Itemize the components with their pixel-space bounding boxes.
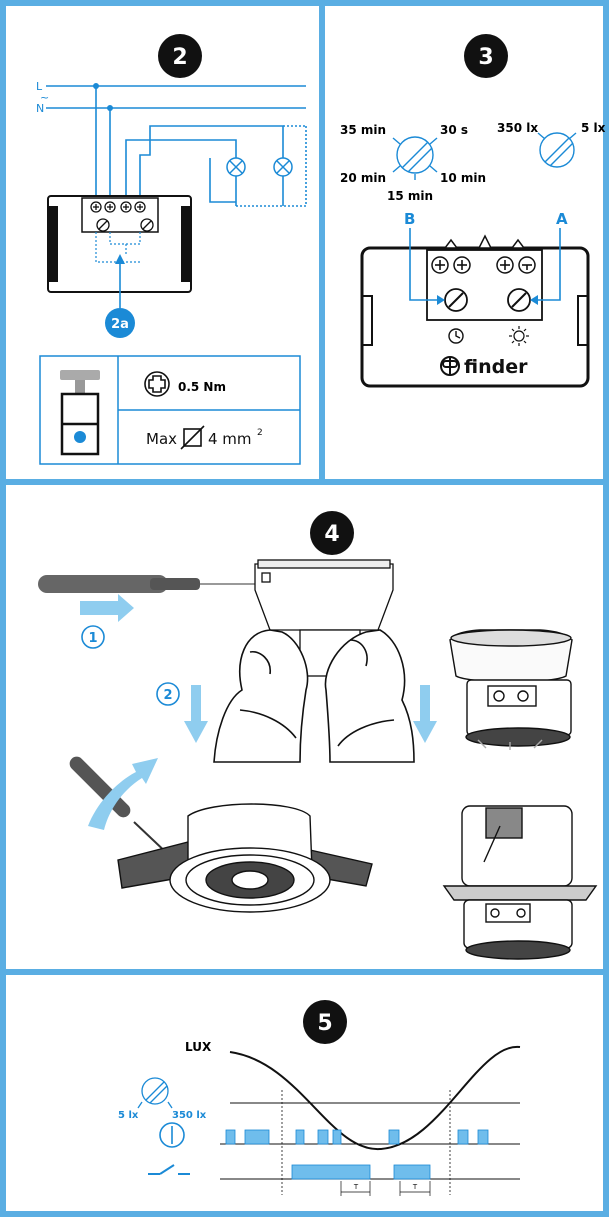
time-35min: 35 min	[340, 123, 386, 137]
step-circle-1-text: 1	[88, 631, 97, 646]
sensor-device: finder	[360, 234, 590, 388]
wire-size-value: 4 mm	[208, 430, 252, 448]
rotate-arrow	[88, 758, 158, 830]
spec-table	[39, 355, 301, 465]
lamp-icon	[273, 157, 293, 177]
step-2-badge	[158, 34, 202, 78]
motion-pulses	[225, 1129, 489, 1145]
wiring-device	[47, 195, 192, 293]
time-30s: 30 s	[440, 123, 468, 137]
screwdriver-plus-icon	[144, 371, 170, 397]
callout-arrowhead	[115, 254, 125, 264]
brand-logo: finder	[464, 356, 528, 378]
clock-icon	[448, 328, 464, 344]
step-4-number: 4	[324, 522, 339, 547]
step-3-badge	[464, 34, 508, 78]
time-10min: 10 min	[440, 171, 486, 185]
lux-curve	[229, 1045, 521, 1151]
output-pulses	[291, 1164, 431, 1180]
down-arrow-right	[413, 685, 437, 743]
wire-section-icon	[180, 425, 205, 450]
hands-icon	[213, 629, 415, 763]
step-3-panel: 3 35 min 30 s 20 min 10 min 15 min 350 l…	[340, 34, 606, 388]
switch-icon	[148, 1164, 190, 1175]
step-4-badge	[310, 511, 354, 555]
step-3-number: 3	[478, 45, 493, 70]
tilde-symbol: ~	[40, 91, 49, 104]
delay-t-left: T	[353, 1183, 359, 1191]
pot-b-label: B	[404, 210, 415, 228]
pot-leaders	[409, 228, 561, 301]
pot-a-label: A	[556, 210, 568, 228]
step-2-number: 2	[172, 45, 187, 70]
time-15min: 15 min	[387, 189, 433, 203]
lux-5: 5 lx	[581, 121, 606, 135]
step-circle-2-text: 2	[163, 688, 172, 703]
wiring-lines	[46, 85, 307, 207]
callout-2a-badge	[105, 308, 135, 338]
callout-2a-text: 2a	[111, 317, 129, 332]
screw-terminal-icon	[60, 370, 100, 456]
delay-markers	[340, 1181, 431, 1196]
step-5-badge	[303, 1000, 347, 1044]
push-arrow	[80, 594, 134, 622]
torque-value: 0.5 Nm	[178, 380, 226, 394]
lux-axis-label: LUX	[185, 1040, 212, 1054]
step-circle-2	[156, 682, 180, 706]
pot-b-arrowhead	[437, 295, 445, 305]
finder-logo-icon	[440, 356, 460, 376]
lux-350: 350 lx	[497, 121, 538, 135]
wire-size-prefix: Max	[146, 430, 177, 448]
pot-a-arrowhead	[530, 295, 538, 305]
step-5-number: 5	[317, 1011, 332, 1036]
step-5-panel: 5 LUX 5 lx 350 lx	[118, 1000, 521, 1196]
sensor-module-installed	[442, 805, 598, 960]
threshold-low: 5 lx	[118, 1110, 139, 1121]
step-2-panel: 2 L ~ N	[36, 34, 307, 465]
wire-junctions	[93, 83, 113, 111]
lamp-icon	[226, 157, 246, 177]
recessed-mount	[117, 803, 373, 913]
time-dial-icon	[392, 136, 438, 180]
step-circle-1	[81, 625, 105, 649]
delay-t-right: T	[412, 1183, 418, 1191]
down-arrow-left	[184, 685, 208, 743]
sun-icon	[509, 326, 529, 346]
threshold-dial-icon	[137, 1077, 173, 1109]
motion-sensor-icon	[159, 1122, 185, 1148]
lux-dial-icon	[537, 132, 577, 168]
screwdriver-icon	[38, 575, 262, 593]
darkness-limits	[281, 1090, 451, 1195]
line-label: L	[36, 80, 43, 93]
threshold-high: 350 lx	[172, 1110, 207, 1121]
wire-size-exponent: 2	[257, 428, 263, 438]
sensor-module-front	[449, 629, 573, 750]
neutral-label: N	[36, 102, 44, 115]
time-20min: 20 min	[340, 171, 386, 185]
step-4-panel: 4 1 2	[38, 511, 598, 960]
